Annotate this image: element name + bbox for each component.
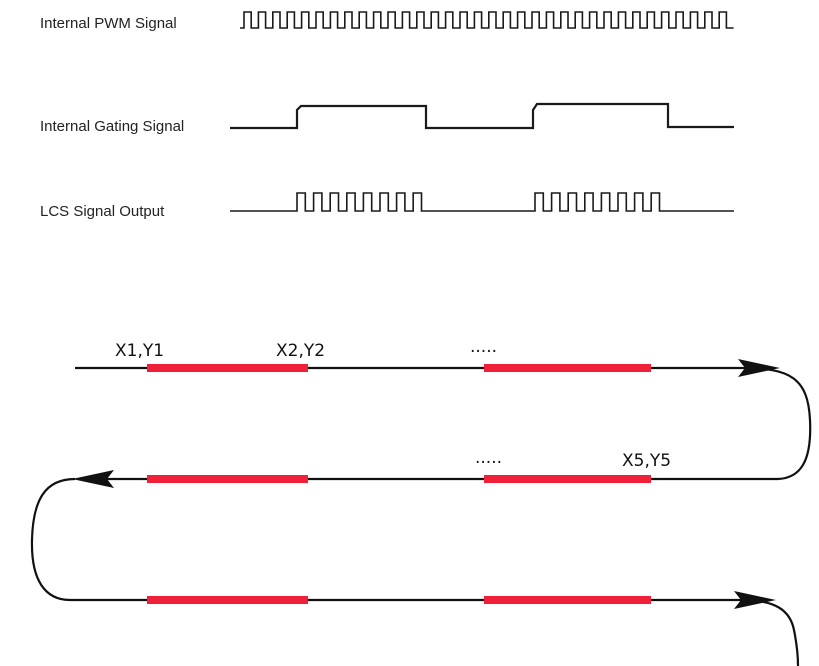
ellipsis-label-row2: ..... [475, 448, 502, 468]
pwm-waveform [240, 11, 734, 29]
left-uturn-curve [30, 477, 76, 602]
gating-waveform [230, 102, 734, 130]
lcs-signal-label: LCS Signal Output [40, 203, 165, 220]
gating-signal-label: Internal Gating Signal [40, 118, 184, 135]
right-uturn-curve [741, 366, 812, 481]
arrow-right-icon [738, 359, 780, 377]
coord-label-x2y2: X2,Y2 [276, 341, 325, 361]
coord-label-x1y1: X1,Y1 [115, 341, 164, 361]
arrow-right-icon [734, 591, 776, 609]
lcs-waveform [230, 192, 734, 212]
pwm-signal-label: Internal PWM Signal [40, 15, 177, 32]
exit-curve [741, 598, 800, 666]
arrow-left-icon [72, 470, 114, 488]
coord-label-x5y5: X5,Y5 [622, 451, 671, 471]
ellipsis-label-row1: ..... [470, 337, 497, 357]
